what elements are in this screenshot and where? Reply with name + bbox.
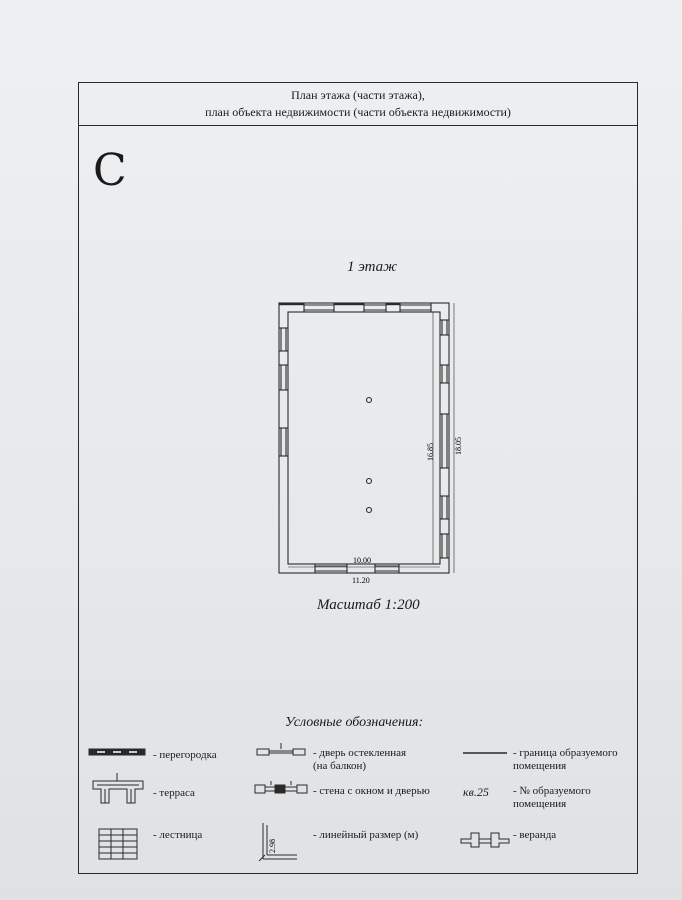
column-marker [365, 506, 373, 514]
linear-size-example: 2.98 [268, 839, 277, 853]
terrace-legend-icon [92, 773, 144, 804]
bottom-wall-openings [314, 564, 400, 573]
legend-room-number-text: - № образуемого помещения [513, 785, 591, 810]
room-number-example: кв.25 [463, 785, 489, 799]
inner-length-dim: 16.85 [426, 443, 435, 461]
legend-boundary-label: - граница образуемого помещения [513, 747, 618, 773]
legend-terrace-label: - терраса [153, 787, 195, 799]
north-arrow-icon: С [93, 145, 127, 196]
column-marker [365, 477, 373, 485]
legend-linear-size-label: - линейный размер (м) [313, 829, 419, 841]
title-line-1: План этажа (части этажа), [291, 88, 425, 102]
legend-veranda-label: - веранда [513, 829, 557, 841]
outer-wall [278, 302, 450, 574]
legend-wall-window-door-label: - стена с окном и дверью [313, 785, 430, 797]
legend-title: Условные обозначения: [285, 715, 424, 730]
floor-plan: 10.00 11.20 16.85 18.05 [278, 302, 463, 585]
title-line-2: план объекта недвижимости (части объекта… [205, 105, 511, 119]
linear-size-legend-icon [258, 823, 297, 862]
legend-icons-column-1 [88, 748, 146, 860]
legend-glazed-door-label: - дверь остекленная (на балкон) [313, 747, 406, 773]
stairs-legend-icon [98, 828, 138, 860]
floor-label: 1 этаж [347, 259, 398, 275]
legend-icons-column-2: 2.98 [254, 743, 308, 862]
outer-length-dim: 18.05 [454, 437, 463, 455]
wall-window-door-legend-icon [254, 781, 308, 794]
partition-legend-icon [88, 748, 146, 756]
drawing-frame: План этажа (части этажа), план объекта н… [78, 82, 638, 874]
veranda-legend-icon [460, 832, 510, 848]
column-marker [365, 396, 373, 404]
outer-width-dim: 11.20 [352, 576, 370, 585]
inner-wall [287, 311, 441, 565]
legend-partition-label: - перегородка [153, 749, 217, 761]
top-wall-windows [303, 303, 432, 312]
legend-boundary-text: - граница образуемого помещения [513, 747, 618, 772]
scale-label: Масштаб 1:200 [317, 597, 420, 613]
title-block: План этажа (части этажа), план объекта н… [79, 83, 637, 126]
right-wall-windows [440, 319, 449, 559]
legend-room-number-label: - № образуемого помещения [513, 785, 591, 811]
legend-glazed-door-text: - дверь остекленная (на балкон) [313, 747, 407, 772]
left-wall-windows [279, 327, 288, 457]
legend-icons-column-3 [460, 752, 510, 848]
inner-width-dim: 10.00 [353, 556, 371, 565]
glazed-door-legend-icon [256, 743, 306, 756]
legend-stairs-label: - лестница [153, 829, 203, 841]
